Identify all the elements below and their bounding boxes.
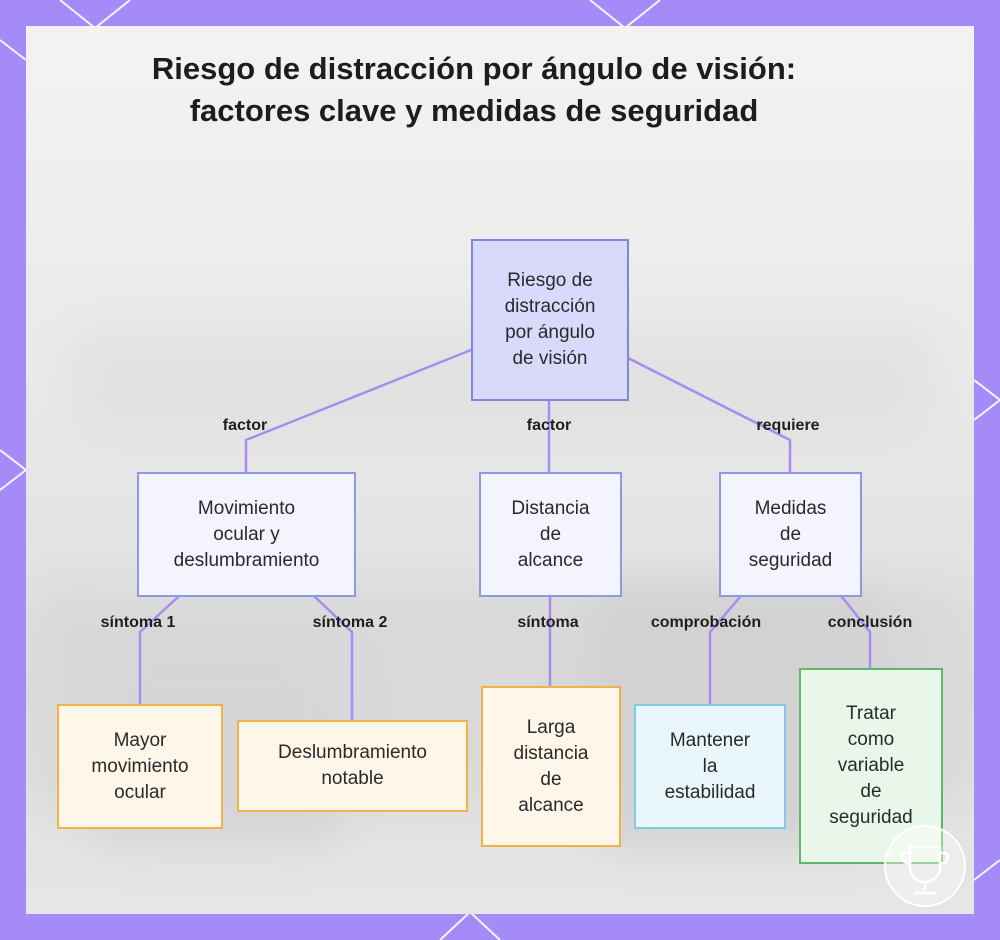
node-distancia-alcance[interactable]: Distancia de alcance (479, 472, 622, 597)
node-larga-distancia[interactable]: Larga distancia de alcance (481, 686, 621, 847)
edge-label-sintoma: síntoma (517, 614, 578, 632)
edge-label-factor-2: factor (527, 417, 571, 435)
node-root[interactable]: Riesgo de distracción por ángulo de visi… (471, 239, 629, 401)
edge-label-factor-1: factor (223, 417, 267, 435)
node-mayor-movimiento[interactable]: Mayor movimiento ocular (57, 704, 223, 829)
watermark-logo-icon (882, 823, 968, 909)
node-medidas-seguridad[interactable]: Medidas de seguridad (719, 472, 862, 597)
edge-medidas-tratar (842, 597, 870, 668)
node-mantener-estabilidad[interactable]: Mantener la estabilidad (634, 704, 786, 829)
edge-label-conclusion: conclusión (828, 614, 912, 632)
node-deslumbramiento-notable[interactable]: Deslumbramiento notable (237, 720, 468, 812)
node-movimiento-ocular[interactable]: Movimiento ocular y deslumbramiento (137, 472, 356, 597)
edge-root-medidas (628, 358, 790, 472)
edge-label-sintoma-2: síntoma 2 (313, 614, 388, 632)
edge-label-requiere: requiere (756, 417, 819, 435)
edge-label-sintoma-1: síntoma 1 (101, 614, 176, 632)
edge-root-movimiento (246, 350, 471, 472)
edge-label-comprobacion: comprobación (651, 614, 761, 632)
